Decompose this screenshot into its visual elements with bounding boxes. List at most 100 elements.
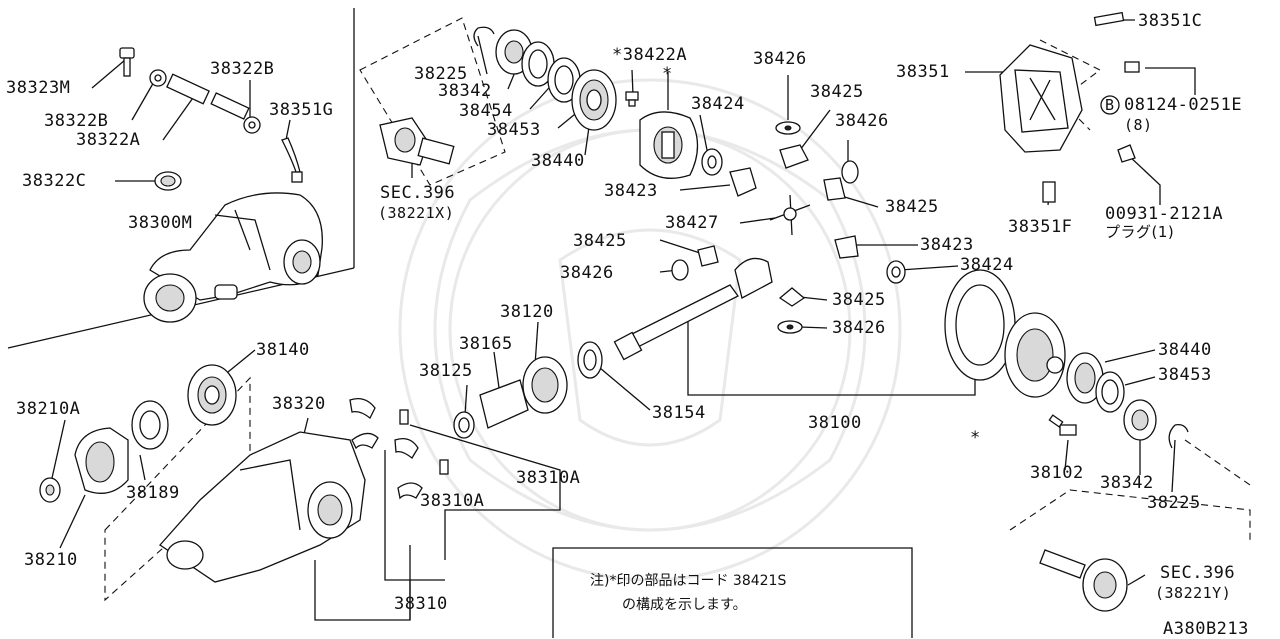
note-line-1: 注)*印の部品はコード 38421S [590,573,787,589]
label-00931-2121A: 00931-2121A [1105,204,1224,224]
label-star-lower: * [970,428,981,448]
label-38102: 38102 [1030,463,1084,483]
diagram-id: A380B213 [1163,619,1249,639]
pinion-38425-2 [823,177,846,201]
label-38154: 38154 [652,403,706,423]
bolt-38310A [399,409,449,475]
label-38440-lower: 38440 [1158,340,1212,360]
label-sec396-upper: SEC.396 [380,183,456,203]
label-38440-upper: 38440 [531,151,585,171]
label-38427: 38427 [665,213,719,233]
washer-38424-lower [886,260,906,284]
label-38453-lower: 38453 [1158,365,1212,385]
label-38210A: 38210A [16,399,81,419]
flange-sec396-38221Y [1039,549,1128,612]
label-38322C: 38322C [22,171,87,191]
gear-38423-lower [834,235,859,259]
label-38454: 38454 [459,101,513,121]
label-38210: 38210 [24,550,78,570]
snap-ring-38225-right [1168,424,1189,449]
label-38426-2: 38426 [835,111,889,131]
rear-cover-38351 [999,44,1083,153]
gear-38423-upper [729,167,757,197]
label-38221X: (38221X) [378,204,455,222]
label-38424-lower: 38424 [960,255,1014,275]
label-sec396-lower: SEC.396 [1160,563,1236,583]
label-38322A: 38322A [76,130,141,150]
clip-38322B-right [243,116,261,134]
label-38424-upper: 38424 [691,94,745,114]
washer-38453 [547,57,581,103]
bolt-38351C [1093,11,1125,27]
label-38422A: *38422A [612,45,688,65]
label-38320: 38320 [272,394,326,414]
bearing-38440-right [1066,352,1104,404]
note-box-frame [552,547,913,638]
bolt-38102 [1048,414,1077,436]
spacer-38165 [479,379,529,429]
label-38426-1: 38426 [753,49,807,69]
ring-gear-38100 [944,269,1016,381]
diff-assembly-38300M [143,192,323,323]
companion-flange-38210 [74,427,129,494]
label-b-marker: B [1105,96,1115,114]
label-38189: 38189 [126,483,180,503]
label-38423-lower: 38423 [920,235,974,255]
washer-38426-2 [841,160,859,184]
label-38351: 38351 [896,62,950,82]
bearing-38440 [571,69,617,131]
breather-38351F [1042,181,1056,203]
label-38425-2: 38425 [885,197,939,217]
note-line-2: の構成を示します。 [622,597,747,613]
label-38310: 38310 [394,594,448,614]
label-star-upper: * [662,64,673,84]
bolt-08124 [1124,61,1140,73]
label-38425-4: 38425 [832,290,886,310]
diff-carrier [1004,312,1066,398]
plug-00931 [1117,144,1136,163]
drive-pinion-38100 [613,257,773,361]
label-38140: 38140 [256,340,310,360]
hose-38322A [166,73,250,120]
label-38426-4: 38426 [832,318,886,338]
nut-38342-right [1123,399,1157,441]
label-38310A-lower: 38310A [420,491,485,511]
pinion-38425-1 [779,144,809,169]
label-38221Y: (38221Y) [1155,584,1232,602]
cross-shaft-38427 [769,194,811,236]
washer-38426-4 [777,320,803,334]
bolt-38422A [625,91,639,107]
bearing-cap-38310 [349,397,423,500]
label-38351F: 38351F [1008,217,1073,237]
washer-38154 [577,341,603,379]
bearing-38140 [187,364,237,426]
label-plug-qty: プラグ(1) [1105,223,1175,241]
label-38120: 38120 [500,302,554,322]
label-38300M: 38300M [128,213,193,233]
label-38425-3: 38425 [573,231,627,251]
washer-38453-right [1095,371,1125,413]
washer-38125 [453,411,475,439]
washer-38426-1 [775,121,801,135]
diff-case-star [639,111,699,179]
label-08124-0251E: 08124-0251E [1124,95,1243,115]
pinion-38425-4 [778,287,806,307]
label-38425-1: 38425 [810,82,864,102]
label-38426-3: 38426 [560,263,614,283]
bolt-38323M [119,47,135,77]
label-38342-lower: 38342 [1100,473,1154,493]
label-38323M: 38323M [6,78,71,98]
carrier-38320 [159,431,366,583]
washer-38426-3 [671,259,689,281]
label-38342-upper: 38342 [438,81,492,101]
label-38453-upper: 38453 [487,120,541,140]
clip-38322B [149,69,167,87]
flange-sec396-38221X [379,117,455,166]
label-38310A-upper: 38310A [516,468,581,488]
breather-38351G [281,137,303,183]
snap-ring-38225 [473,26,495,47]
bearing-38120 [522,356,568,414]
b-circle-marker [1100,95,1120,115]
